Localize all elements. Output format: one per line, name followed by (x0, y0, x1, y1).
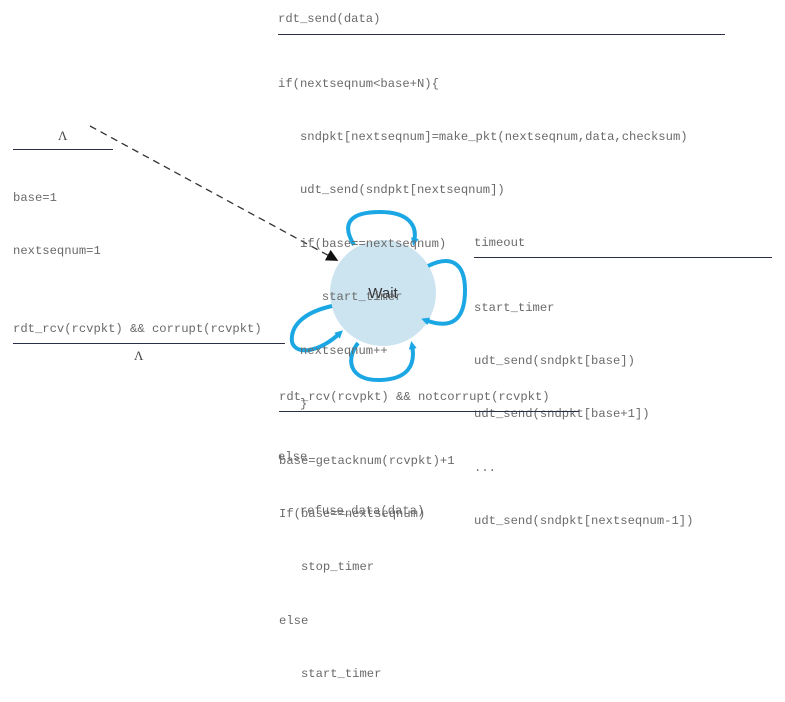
timeout-action: udt_send(sndpkt[base+1]) (474, 407, 650, 422)
timeout-action: udt_send(sndpkt[base]) (474, 353, 635, 368)
send-action: if(nextseqnum<base+N){ (278, 76, 439, 91)
corrupt-divider (13, 343, 285, 344)
initial-transition-arrow (89, 125, 339, 261)
initial-actions: base=1 nextseqnum=1 (13, 154, 101, 279)
notcorrupt-action: else (279, 613, 309, 628)
send-action: sndpkt[nextseqnum]=make_pkt(nextseqnum,d… (278, 129, 688, 144)
timeout-divider (474, 257, 772, 258)
fsm-graphics: Wait (89, 125, 468, 383)
send-actions: if(nextseqnum<base+N){ sndpkt[nextseqnum… (278, 40, 688, 538)
notcorrupt-action: stop_timer (279, 560, 375, 575)
state-wait-label: Wait (368, 285, 398, 302)
notcorrupt-divider (279, 411, 579, 412)
self-loop-corrupt (289, 304, 343, 353)
state-wait[interactable] (330, 240, 436, 346)
timeout-action: udt_send(sndpkt[nextseqnum-1]) (474, 514, 694, 529)
self-loop-timeout (421, 259, 468, 326)
initial-divider (13, 149, 113, 150)
notcorrupt-action: base=getacknum(rcvpkt)+1 (279, 453, 455, 468)
initial-event-lambda: Λ (58, 128, 68, 143)
send-event: rdt_send(data) (278, 12, 381, 26)
timeout-action: ... (474, 460, 496, 475)
send-divider (278, 34, 725, 35)
timeout-event: timeout (474, 236, 526, 250)
notcorrupt-action: start_timer (279, 667, 382, 682)
initial-action: nextseqnum=1 (13, 243, 101, 258)
corrupt-action-lambda: Λ (134, 348, 144, 363)
self-loop-send (346, 209, 419, 247)
send-action: else (278, 450, 308, 465)
notcorrupt-actions: base=getacknum(rcvpkt)+1 If(base==nextse… (279, 417, 455, 702)
send-action: if(base==nextseqnum) (278, 236, 447, 251)
send-action: udt_send(sndpkt[nextseqnum]) (278, 183, 505, 198)
notcorrupt-event: rdt_rcv(rcvpkt) && notcorrupt(rcvpkt) (279, 390, 550, 404)
send-action: } (278, 396, 308, 411)
send-action: start_timer (278, 290, 403, 305)
corrupt-event: rdt_rcv(rcvpkt) && corrupt(rcvpkt) (13, 322, 262, 336)
self-loop-notcorrupt (349, 341, 417, 383)
initial-action: base=1 (13, 190, 57, 205)
send-action: nextseqnum++ (278, 343, 388, 358)
timeout-action: start_timer (474, 300, 555, 315)
